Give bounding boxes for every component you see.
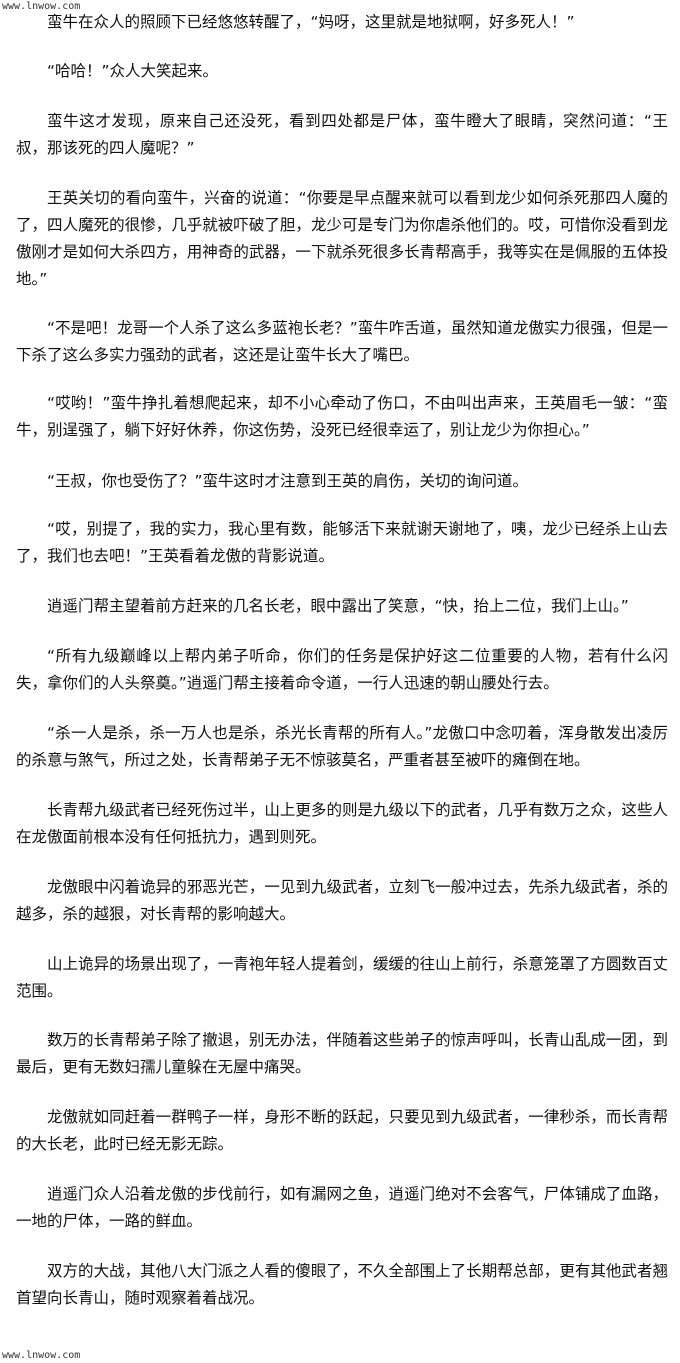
watermark-bottom: www.lnwow.com (2, 1350, 81, 1361)
paragraph: 蛮牛在众人的照顾下已经悠悠转醒了，“妈呀，这里就是地狱啊，好多死人！” (47, 13, 575, 31)
paragraph: “哎，别提了，我的实力，我心里有数，能够活下来就谢天谢地了，咦，龙少已经杀上山去… (16, 520, 668, 565)
paragraph: 双方的大战，其他八大门派之人看的傻眼了，不久全部围上了长期帮总部，更有其他武者翘… (16, 1262, 668, 1307)
paragraph: 山上诡异的场景出现了，一青袍年轻人提着剑，缓缓的往山上前行，杀意笼罩了方圆数百丈… (16, 955, 668, 1000)
paragraph: “哈哈！”众人大笑起来。 (47, 62, 219, 80)
paragraph: “王叔，你也受伤了？”蛮牛这时才注意到王英的肩伤，关切的询问道。 (47, 472, 529, 490)
paragraph: 龙傲就如同赶着一群鸭子一样，身形不断的跃起，只要见到九级武者，一律秒杀，而长青帮… (16, 1108, 668, 1153)
paragraph: 逍遥门众人沿着龙傲的步伐前行，如有漏网之鱼，逍遥门绝对不会客气，尸体铺成了血路，… (16, 1185, 668, 1230)
paragraph: 龙傲眼中闪着诡异的邪恶光芒，一见到九级武者，立刻飞一般冲过去，先杀九级武者，杀的… (16, 878, 668, 923)
paragraph: 长青帮九级武者已经死伤过半，山上更多的则是九级以下的武者，几乎有数万之众，这些人… (16, 801, 668, 846)
paragraph: 数万的长青帮弟子除了撤退，别无办法，伴随着这些弟子的惊声呼叫，长青山乱成一团，到… (16, 1031, 668, 1076)
paragraph: 逍遥门帮主望着前方赶来的几名长老，眼中露出了笑意，“快，抬上二位，我们上山。” (47, 597, 629, 615)
paragraph: 王英关切的看向蛮牛，兴奋的说道：“你要是早点醒来就可以看到龙少如何杀死那四人魔的… (16, 189, 668, 288)
watermark-top: www.lnwow.com (2, 1, 81, 12)
paragraph: “所有九级巅峰以上帮内弟子听命，你们的任务是保护好这二位重要的人物，若有什么闪失… (16, 647, 668, 692)
paragraph: “哎哟！”蛮牛挣扎着想爬起来，却不小心牵动了伤口，不由叫出声来，王英眉毛一皱：“… (16, 394, 668, 439)
paragraph: “杀一人是杀，杀一万人也是杀，杀光长青帮的所有人。”龙傲口中念叨着，浑身散发出凌… (16, 724, 668, 769)
paragraph: 蛮牛这才发现，原来自己还没死，看到四处都是尸体，蛮牛瞪大了眼睛，突然问道：“王叔… (16, 112, 668, 157)
paragraph: “不是吧！龙哥一个人杀了这么多蓝袍长老？”蛮牛咋舌道，虽然知道龙傲实力很强，但是… (16, 319, 668, 364)
